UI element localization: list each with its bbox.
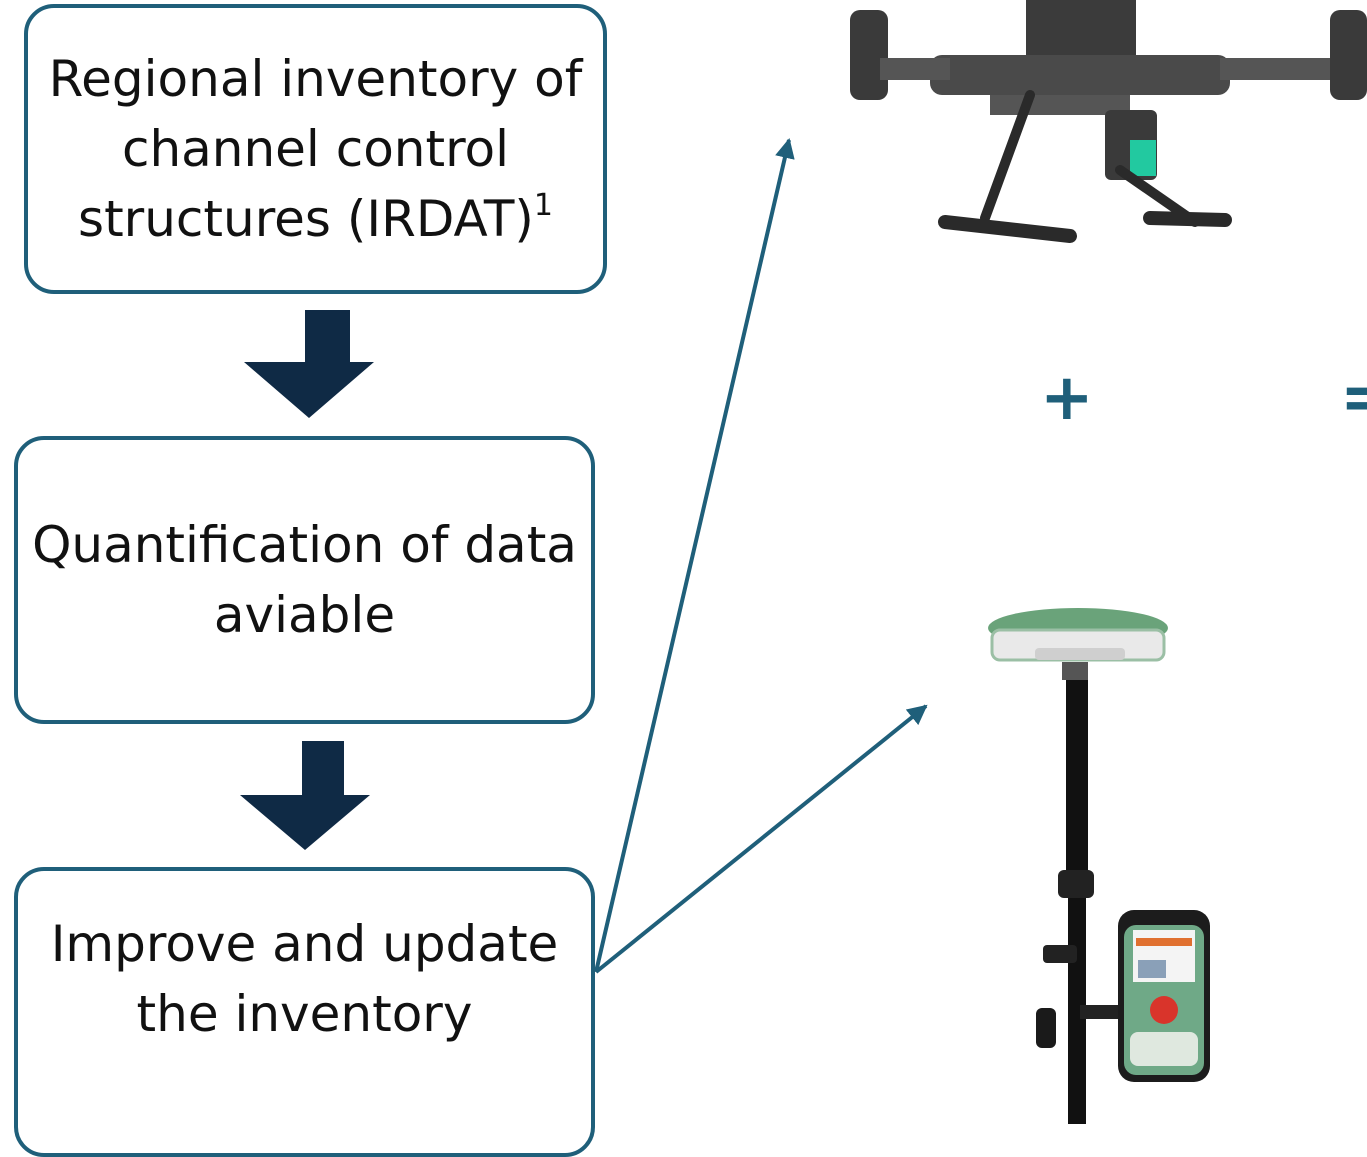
arrow-to-drone [594, 138, 795, 973]
quantification-box: Quantification of data aviable [14, 436, 595, 724]
plus-sign: + [1040, 361, 1094, 435]
flow-arrow-down-1 [244, 310, 374, 418]
equals-sign: = [1340, 366, 1367, 430]
drone-lidar-image [850, 0, 1367, 243]
inventory-box-text: Regional inventory of channel control st… [48, 50, 583, 248]
arrow-to-gnss [594, 704, 928, 974]
gnss-rover-image [988, 608, 1210, 1124]
flow-arrow-down-2 [240, 741, 370, 850]
quantification-box-text: Quantification of data aviable [32, 516, 577, 644]
improve-update-box: Improve and update the inventory [14, 867, 595, 1157]
inventory-box: Regional inventory of channel control st… [24, 4, 607, 294]
footnote-marker: 1 [533, 188, 553, 223]
improve-update-box-text: Improve and update the inventory [50, 915, 559, 1043]
